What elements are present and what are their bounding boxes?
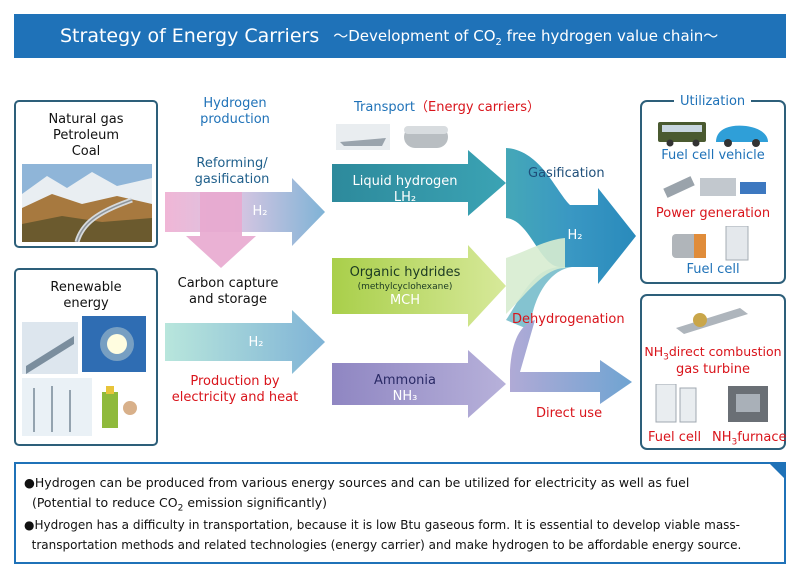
gas-turbine-label: gas turbine xyxy=(676,362,750,377)
mch-label: Organic hydrides (methylcyclohexane) MCH xyxy=(349,265,461,308)
nh3-fuel-cell-label: Fuel cell xyxy=(648,430,702,445)
fcv-label: Fuel cell vehicle xyxy=(661,148,765,163)
source-natural-gas: Natural gas xyxy=(48,112,124,127)
page-subtitle: ～Development of CO2 free hydrogen value … xyxy=(333,26,719,48)
ccs-down-arrow xyxy=(186,192,256,268)
nh3-furnace-label: NH3furnace xyxy=(712,430,787,448)
nh3-equipment-image xyxy=(655,384,768,423)
pipeline-landscape-image xyxy=(22,164,152,242)
dehydrogenation-label: Dehydrogenation xyxy=(512,312,625,327)
dehydrogenation-curve xyxy=(506,267,572,330)
h2-label-bottom: H₂ xyxy=(248,335,264,350)
renewable-energy-image xyxy=(22,316,146,436)
utilization-header: Utilization xyxy=(674,94,752,110)
notes-corner-tab xyxy=(768,462,786,480)
transport-header: Transport（Energy carriers） xyxy=(354,100,540,115)
gas-turbine-image xyxy=(676,308,748,334)
ammonia-arrow xyxy=(332,350,506,418)
note-line-2: (Potential to reduce CO2 emission signif… xyxy=(24,495,327,514)
lh2-arrow xyxy=(332,150,506,216)
note-line-1: ●Hydrogen can be produced from various e… xyxy=(24,475,690,490)
notes-box: ●Hydrogen can be produced from various e… xyxy=(14,462,786,564)
source-renewable-line1: Renewable xyxy=(50,280,122,295)
note-line-4: transportation methods and related techn… xyxy=(24,538,742,552)
renewable-source-box: Renewable energy xyxy=(14,268,158,446)
mch-to-merge xyxy=(506,238,565,314)
direct-use-label: Direct use xyxy=(536,406,603,421)
ammonia-label: Ammonia NH₃ xyxy=(374,373,436,404)
fuel-cell-label: Fuel cell xyxy=(686,262,740,277)
utilization-box: Utilization Fuel cell vehicle Power gene… xyxy=(640,94,786,284)
h2-label-top: H₂ xyxy=(252,204,268,219)
source-coal: Coal xyxy=(71,144,101,159)
source-petroleum: Petroleum xyxy=(53,128,119,143)
power-generation-image xyxy=(663,176,766,198)
source-renewable-line2: energy xyxy=(63,296,109,311)
nh3-direct-combustion-label: NH3direct combustion xyxy=(644,344,782,363)
fuel-cell-image xyxy=(672,226,749,261)
gasification-curve xyxy=(506,148,636,284)
fossil-source-box: Natural gas Petroleum Coal xyxy=(14,100,158,248)
direct-use-arrow xyxy=(510,320,632,404)
h2-arrow-renewable xyxy=(165,310,325,374)
page-title: Strategy of Energy Carriers xyxy=(60,25,320,47)
gasification-label: Gasification xyxy=(528,166,605,181)
power-generation-label: Power generation xyxy=(655,206,771,221)
transport-ship-tank-image xyxy=(336,124,448,150)
h2-merged-label: H₂ xyxy=(567,228,583,243)
mch-arrow xyxy=(332,245,506,327)
title-bar: Strategy of Energy Carriers ～Development… xyxy=(14,14,786,58)
nh3-utilization-box: NH3direct combustion gas turbine Fuel ce… xyxy=(640,294,787,450)
note-line-3: ●Hydrogen has a difficulty in transporta… xyxy=(24,518,741,532)
reforming-label: Reforming/gasification xyxy=(194,156,270,187)
fuel-cell-vehicle-image xyxy=(658,122,768,147)
